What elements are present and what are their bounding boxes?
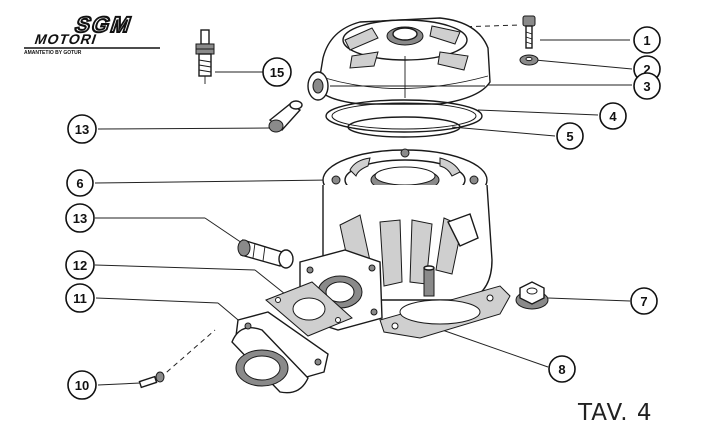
svg-text:13: 13 (75, 122, 89, 137)
base-gasket (379, 285, 511, 339)
callout-13-top: 13 (67, 114, 97, 144)
svg-text:8: 8 (558, 362, 565, 377)
intake-gasket (265, 281, 353, 337)
callout-4: 4 (599, 102, 627, 130)
decompression-valve-top (268, 100, 303, 133)
callout-5: 5 (556, 122, 584, 150)
logo-brand-top: SGM (72, 13, 136, 37)
svg-text:11: 11 (73, 291, 87, 306)
logo-brand-bottom: MOTORI (32, 32, 99, 48)
svg-text:5: 5 (566, 129, 573, 144)
intake-screw (138, 371, 165, 389)
svg-text:7: 7 (640, 294, 647, 309)
intake-manifold (231, 311, 329, 394)
callout-1: 1 (633, 26, 661, 54)
cylinder-head (307, 17, 491, 105)
callout-10: 10 (67, 370, 97, 400)
svg-text:6: 6 (76, 176, 83, 191)
spark-plug (195, 29, 215, 84)
callout-7: 7 (630, 287, 658, 315)
plate-label: TAV. 4 (578, 400, 653, 426)
svg-text:4: 4 (609, 109, 617, 124)
callout-12: 12 (65, 250, 95, 280)
decompression-valve-mid (237, 239, 294, 269)
head-bolt (522, 15, 536, 49)
callout-3: 3 (633, 72, 661, 100)
svg-text:13: 13 (73, 211, 87, 226)
sgm-motori-logo: SGM MOTORI AMANTETIO BY GOTUR (24, 12, 160, 56)
washer (519, 54, 539, 66)
cylinder-nut (515, 281, 549, 310)
cylinder (299, 148, 493, 331)
callout-15: 15 (262, 57, 292, 87)
svg-text:3: 3 (643, 79, 650, 94)
svg-text:10: 10 (75, 378, 89, 393)
callout-13-mid: 13 (65, 203, 95, 233)
callout-8: 8 (548, 355, 576, 383)
svg-text:2: 2 (643, 62, 650, 77)
callout-11: 11 (65, 283, 95, 313)
svg-text:1: 1 (643, 33, 650, 48)
logo-tagline: AMANTETIO BY GOTUR (24, 50, 82, 56)
head-gasket (325, 99, 483, 133)
o-ring (347, 116, 461, 138)
svg-text:15: 15 (270, 65, 284, 80)
svg-text:12: 12 (73, 258, 87, 273)
callout-6: 6 (66, 169, 94, 197)
